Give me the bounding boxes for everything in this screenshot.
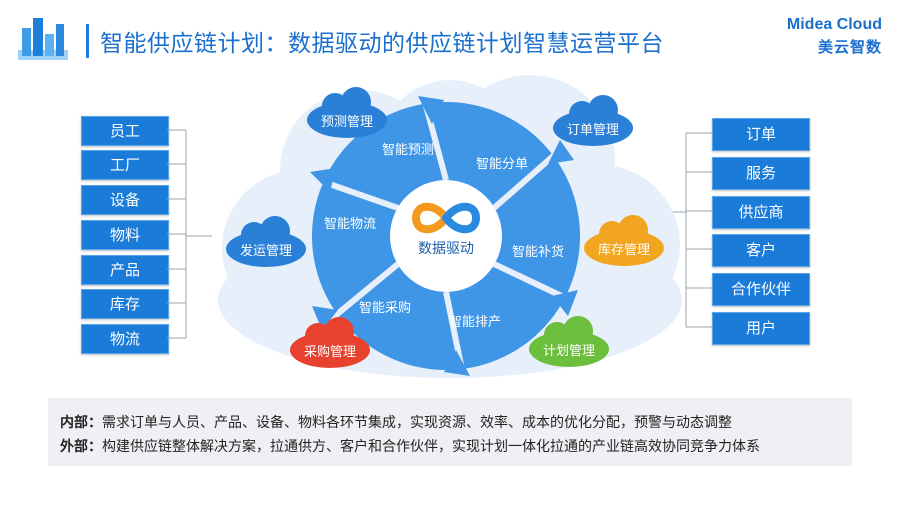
footer-panel: 内部：需求订单与人员、产品、设备、物料各环节集成，实现资源、效率、成本的优化分配… bbox=[48, 398, 852, 466]
right-item-service: 服务 bbox=[712, 157, 810, 190]
right-bracket bbox=[662, 132, 712, 328]
footer-inner-label: 内部： bbox=[60, 415, 102, 431]
bubble-forecast-mgmt bbox=[307, 87, 387, 138]
right-item-user: 用户 bbox=[712, 312, 810, 345]
bubble-order-mgmt bbox=[553, 95, 633, 146]
left-item-product: 产品 bbox=[81, 255, 169, 285]
left-item-staff: 员工 bbox=[81, 116, 169, 146]
brand-logo: Midea Cloud 美云智数 bbox=[787, 16, 882, 57]
cycle-label-schedule: 智能排产 bbox=[449, 315, 501, 330]
cycle-diagram: 数据驱动 智能预测 智能分单 智能补货 智能排产 智能采购 智能物流 预测管理 … bbox=[167, 75, 712, 378]
center-label: 数据驱动 bbox=[418, 241, 474, 257]
left-item-material: 物料 bbox=[81, 220, 169, 250]
footer-inner-text: 需求订单与人员、产品、设备、物料各环节集成，实现资源、效率、成本的优化分配，预警… bbox=[102, 415, 732, 431]
bubble-plan-mgmt bbox=[529, 316, 609, 367]
infinity-logo-icon bbox=[411, 202, 481, 234]
left-item-equipment: 设备 bbox=[81, 185, 169, 215]
page-title: 智能供应链计划：数据驱动的供应链计划智慧运营平台 bbox=[100, 31, 664, 57]
brand-name-cn: 美云智数 bbox=[817, 38, 882, 56]
bubble-label-forecast-mgmt: 预测管理 bbox=[321, 115, 373, 130]
bubble-purchase-mgmt bbox=[290, 317, 370, 368]
footer-inner-line: 内部：需求订单与人员、产品、设备、物料各环节集成，实现资源、效率、成本的优化分配… bbox=[60, 412, 732, 432]
right-item-customer: 客户 bbox=[712, 234, 810, 267]
bubble-label-plan-mgmt: 计划管理 bbox=[543, 344, 595, 359]
bubble-label-purchase-mgmt: 采购管理 bbox=[304, 344, 356, 360]
footer-outer-label: 外部： bbox=[60, 439, 102, 455]
bubble-label-inventory-mgmt: 库存管理 bbox=[598, 242, 650, 258]
right-item-supplier: 供应商 bbox=[712, 196, 810, 229]
cycle-label-forecast: 智能预测 bbox=[382, 143, 434, 158]
left-item-logistics: 物流 bbox=[81, 324, 169, 354]
brand-name-en: Midea Cloud bbox=[786, 16, 882, 33]
left-item-inventory: 库存 bbox=[81, 289, 169, 319]
bubble-label-shipping-mgmt: 发运管理 bbox=[240, 243, 292, 259]
bubble-inventory-mgmt bbox=[584, 215, 664, 266]
right-item-partner: 合作伙伴 bbox=[712, 273, 810, 306]
right-item-order: 订单 bbox=[712, 118, 810, 151]
bubble-shipping-mgmt bbox=[226, 216, 306, 267]
cycle-label-replenish: 智能补货 bbox=[512, 244, 564, 260]
bubble-label-order-mgmt: 订单管理 bbox=[567, 123, 619, 138]
cycle-label-purchase: 智能采购 bbox=[359, 300, 411, 316]
left-item-factory: 工厂 bbox=[81, 150, 169, 180]
footer-outer-text: 构建供应链整体解决方案，拉通供方、客户和合作伙伴，实现计划一体化拉通的产业链高效… bbox=[102, 439, 760, 455]
left-bracket bbox=[167, 129, 212, 339]
bar-chart-logo-icon bbox=[18, 18, 68, 60]
footer-outer-line: 外部：构建供应链整体解决方案，拉通供方、客户和合作伙伴，实现计划一体化拉通的产业… bbox=[60, 436, 760, 456]
title-accent-bar bbox=[86, 24, 89, 58]
cycle-label-logistics: 智能物流 bbox=[324, 217, 376, 232]
cycle-label-split: 智能分单 bbox=[476, 157, 528, 172]
